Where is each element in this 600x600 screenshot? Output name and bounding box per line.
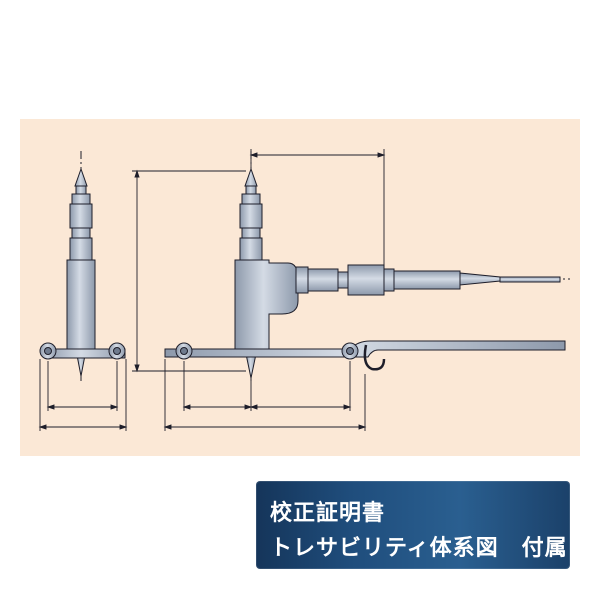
badge-title: 校正証明書 [270, 501, 386, 526]
arm-rod [499, 276, 561, 283]
technical-drawing [20, 119, 580, 456]
hook [363, 344, 386, 371]
side-probe-knurl [239, 203, 263, 229]
arm-nut [307, 268, 339, 292]
dimension-diagram [38, 149, 570, 431]
arm-knurl [347, 264, 385, 296]
front-view [39, 151, 126, 381]
side-housing [234, 259, 299, 355]
side-probe-bottom-tip [245, 353, 257, 379]
probe-tip [74, 167, 88, 187]
side-bolt-right [341, 342, 359, 360]
certificate-badge: 校正証明書 トレサビリティ体系図 付属 [256, 481, 570, 569]
probe-body [66, 259, 96, 351]
bolt-left [39, 342, 57, 360]
arm-taper [459, 272, 501, 286]
probe-knurl [69, 203, 93, 229]
bolt-right [108, 342, 126, 360]
front-view-dimensions [38, 359, 128, 431]
arm-collar [295, 266, 309, 294]
side-view [164, 151, 570, 381]
side-probe-tip [244, 167, 258, 187]
side-bolt-left [175, 342, 193, 360]
badge-subtitle: トレサビリティ体系図 付属 [270, 536, 568, 561]
arm-sleeve [393, 270, 461, 290]
side-view-dimensions [132, 149, 386, 431]
